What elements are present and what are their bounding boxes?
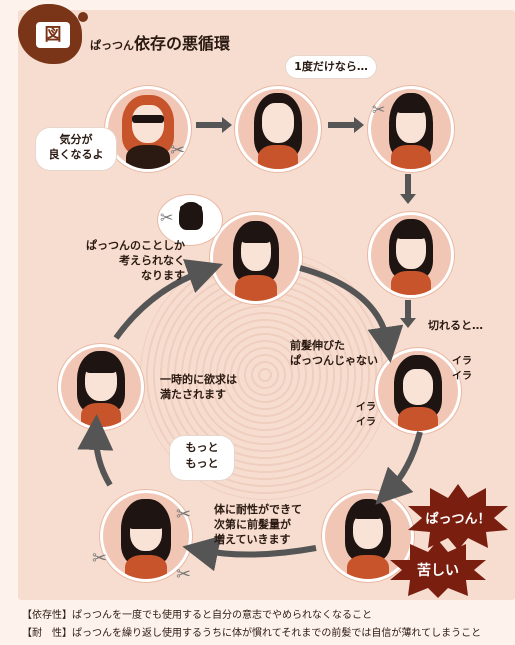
label-maegami: 前髪伸びた ぱっつんじゃない (290, 339, 378, 367)
circle-girl-hesitant (235, 86, 321, 172)
burst-kurushii-shape (390, 540, 486, 598)
scissors-icon: ✂ (176, 564, 192, 585)
arrow-1-head (222, 117, 232, 133)
note-tolerance: 【耐 性】ぱっつんを繰り返し使用するうちに体が慣れてそれまでの前髪では自信が薄れ… (22, 624, 481, 639)
note-text: ぱっつんを繰り返し使用するうちに体が慣れてそれまでの前髪では自信が薄れてしまうこ… (72, 628, 482, 639)
bubble-kibun: 気分が 良くなるよ (36, 128, 116, 170)
title-main: 依存の悪循環 (134, 34, 231, 53)
arrow-2 (328, 122, 356, 128)
thought-bubble-head (158, 195, 222, 245)
note-text: ぱっつんを一度でも使用すると自分の意志でやめられなくなること (72, 610, 372, 621)
scissors-icon: ✂ (160, 208, 174, 227)
label-ira-1: イラ イラ (452, 356, 472, 382)
label-patsun-only: ぱっつんのことしか 考えられなく なります (86, 239, 185, 282)
figure-badge: 図 (36, 22, 70, 48)
bubble-motto: もっと もっと (170, 436, 234, 480)
circle-girl-frustrated (375, 348, 461, 434)
arrow-2-head (354, 117, 364, 133)
label-ira-2: イラ イラ (356, 402, 376, 428)
circle-girl-suffering (322, 490, 414, 582)
title-prefix: ぱっつん (90, 39, 134, 52)
burst-patsun-shape (408, 484, 508, 550)
arrow-3-head (400, 194, 416, 204)
arrow-4 (405, 300, 411, 320)
scissors-icon: ✂ (372, 100, 386, 119)
arrow-3 (405, 174, 411, 196)
circle-salesperson (105, 86, 191, 172)
note-term: 【耐 性】 (22, 628, 72, 639)
burst-patsun: ぱっつん！ (425, 512, 491, 527)
scissors-icon: ✂ (176, 504, 192, 525)
circle-girl-cutting (368, 86, 454, 172)
arrow-1 (196, 122, 224, 128)
circle-girl-obsessed (210, 212, 302, 304)
arrow-4-head (400, 318, 416, 328)
scissors-icon: ✂ (92, 548, 108, 569)
circle-girl-thick-bangs (100, 490, 192, 582)
burst-kurushii: 苦しい (417, 563, 459, 579)
scissors-icon: ✂ (170, 140, 186, 161)
label-taisei: 体に耐性ができて 次第に前髪量が 増えていきます (214, 503, 302, 546)
bubble-ichido: 1度だけなら… (286, 56, 376, 78)
note-dependence: 【依存性】ぱっつんを一度でも使用すると自分の意志でやめられなくなること (22, 606, 372, 621)
diagram-title: ぱっつん依存の悪循環 (90, 30, 230, 54)
label-kirareru: 切れると… (428, 319, 483, 332)
note-term: 【依存性】 (22, 610, 72, 621)
circle-girl-happy (368, 212, 454, 298)
label-ichijiteki: 一時的に欲求は 満たされます (160, 373, 237, 401)
